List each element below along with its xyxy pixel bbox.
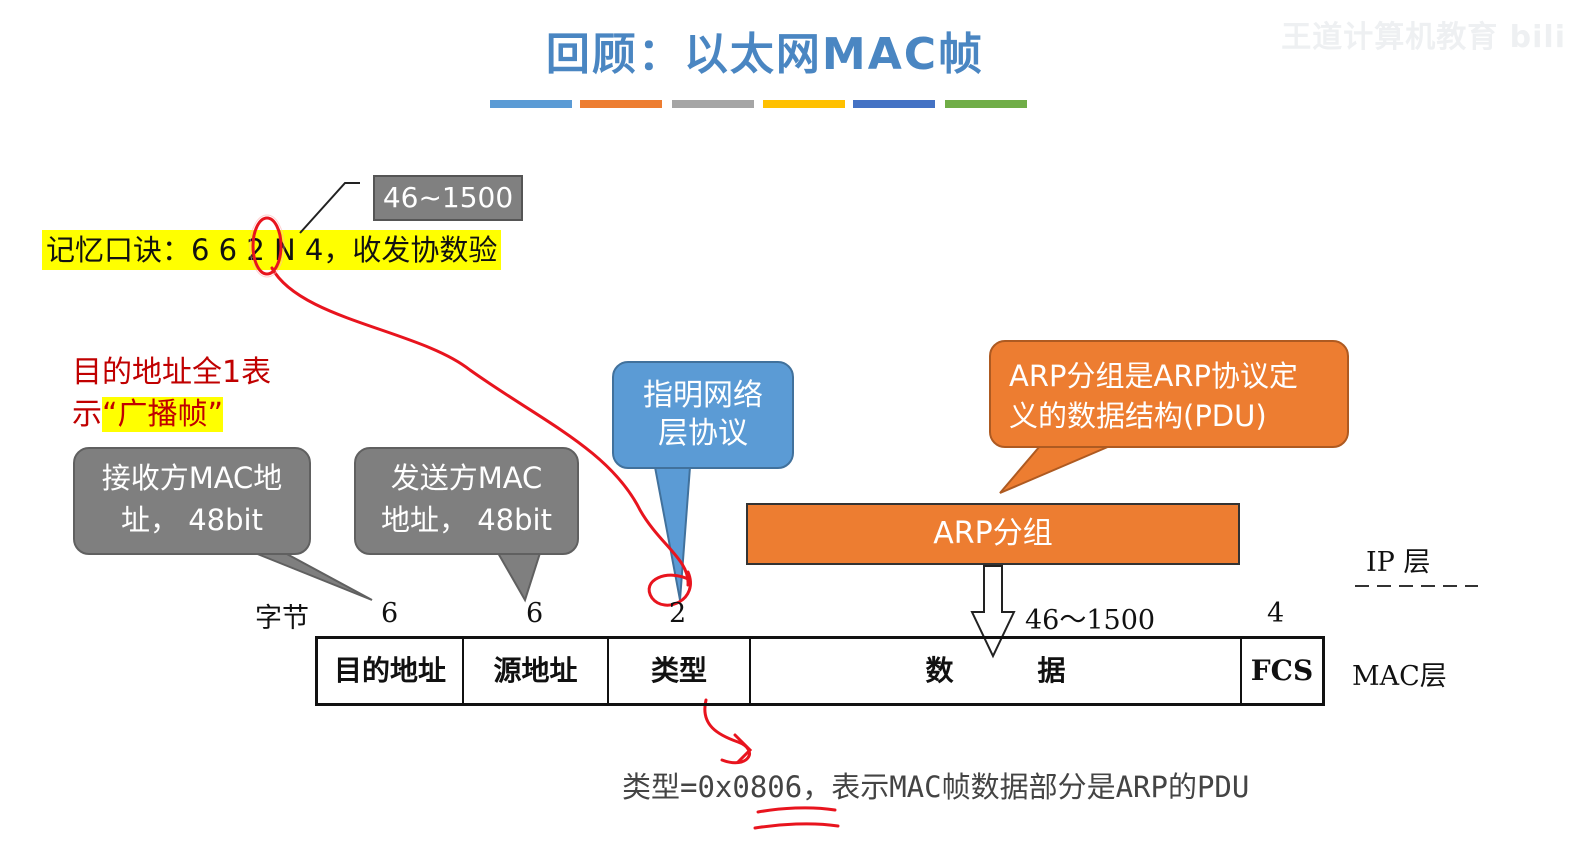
- arp-callout-line2: 义的数据结构(PDU): [1009, 399, 1267, 433]
- byte-size-dst: 6: [381, 598, 399, 629]
- title-stripe-4: [763, 100, 845, 108]
- title-stripe-3: [672, 100, 754, 108]
- arp-callout-tail: [999, 445, 1111, 494]
- byte-size-data: 46～1500: [1025, 605, 1156, 636]
- broadcast-note-prefix: 示: [72, 397, 102, 432]
- sender-callout-line2: 地址， 48bit: [381, 503, 552, 537]
- arp-packet-box: ARP分组: [746, 503, 1240, 565]
- arp-callout-line1: ARP分组是ARP协议定: [1009, 359, 1298, 393]
- annotation-circle-2: [251, 216, 283, 276]
- type-value-note: 类型=0x0806，表示MAC帧数据部分是ARP的PDU: [622, 770, 1250, 804]
- annotation-loop: [647, 570, 692, 607]
- receiver-callout-line1: 接收方MAC地: [101, 461, 283, 495]
- down-arrow-icon: [970, 565, 1016, 659]
- mnemonic-text: 记忆口诀：6 6 2 N 4，收发协数验: [42, 230, 502, 270]
- type-callout-tail: [653, 466, 692, 601]
- byte-size-fcs: 4: [1267, 598, 1285, 629]
- byte-size-type: 2: [669, 598, 687, 629]
- mac-layer-label: MAC层: [1352, 661, 1447, 692]
- byte-row-label: 字节: [255, 603, 309, 634]
- annotation-underline-2: [753, 822, 840, 830]
- type-callout-line2: 层协议: [658, 416, 748, 451]
- field-destination-address: 目的地址: [318, 639, 464, 703]
- annotation-underline-1: [756, 806, 837, 814]
- field-source-address: 源地址: [464, 639, 609, 703]
- annotation-curve: [270, 266, 690, 587]
- arp-pdu-callout: ARP分组是ARP协议定 义的数据结构(PDU): [989, 340, 1349, 448]
- title-stripe-5: [853, 100, 935, 108]
- annotation-squiggle: [703, 698, 751, 765]
- type-field-callout: 指明网络 层协议: [612, 361, 794, 469]
- field-type: 类型: [609, 639, 751, 703]
- title-stripe-1: [490, 100, 572, 108]
- broadcast-note-line1: 目的地址全1表: [72, 355, 272, 390]
- title-stripe-2: [580, 100, 662, 108]
- sender-mac-callout: 发送方MAC 地址， 48bit: [354, 447, 579, 555]
- mac-frame: 目的地址 源地址 类型 数 据 FCS: [315, 636, 1325, 706]
- broadcast-note: 目的地址全1表 示“广播帧”: [72, 352, 271, 436]
- receiver-mac-callout: 接收方MAC地 址， 48bit: [73, 447, 311, 555]
- watermark-logo: 王道计算机教育 bili: [1281, 20, 1566, 55]
- receiver-callout-tail: [254, 552, 373, 601]
- mnemonic-range-box: 46~1500: [373, 175, 523, 221]
- range-leader-line: [299, 182, 360, 234]
- broadcast-note-line2: 示“广播帧”: [72, 394, 271, 436]
- sender-callout-line1: 发送方MAC: [390, 461, 543, 495]
- field-data: 数 据: [751, 639, 1242, 703]
- title-stripe-6: [945, 100, 1027, 108]
- ip-layer-label: IP 层: [1366, 547, 1431, 578]
- sender-callout-tail: [496, 552, 542, 603]
- red-annotation-glow: [249, 214, 285, 278]
- slide-title: 回顾：以太网MAC帧: [545, 29, 985, 80]
- field-fcs: FCS: [1250, 654, 1314, 687]
- annotation-arrowhead: [733, 733, 753, 764]
- byte-size-src: 6: [526, 598, 544, 629]
- red-annotation-strokes: [251, 216, 840, 830]
- type-callout-line1: 指明网络: [643, 378, 763, 413]
- broadcast-note-highlight: “广播帧”: [102, 397, 224, 432]
- receiver-callout-line2: 址， 48bit: [121, 503, 263, 537]
